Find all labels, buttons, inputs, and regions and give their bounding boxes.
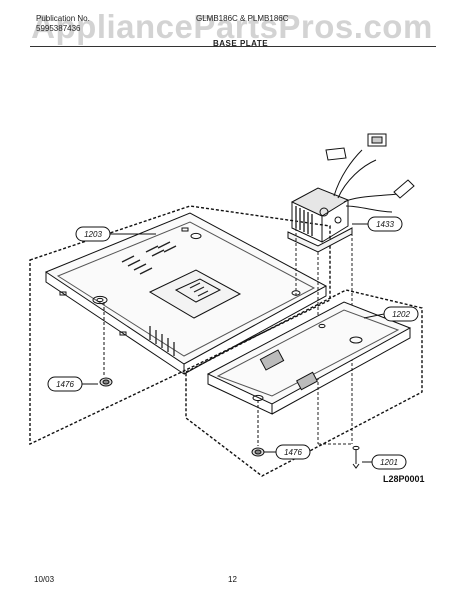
publication-label: Publication No. bbox=[36, 14, 90, 23]
base-plate-envelope bbox=[29, 205, 331, 446]
callout-1202-label: 1202 bbox=[392, 310, 410, 319]
callout-1202 bbox=[383, 306, 419, 322]
model-title: GLMB186C & PLMB186C bbox=[196, 14, 289, 23]
screw-1201 bbox=[352, 445, 360, 469]
callout-1201 bbox=[371, 454, 407, 470]
foot-1476-left bbox=[99, 302, 113, 387]
callout-1433 bbox=[367, 216, 403, 232]
tray-1202 bbox=[206, 301, 412, 415]
section-title: BASE PLATE bbox=[213, 39, 269, 48]
transformer-1433 bbox=[287, 133, 415, 253]
page-number: 12 bbox=[228, 575, 237, 584]
base-plate-1203 bbox=[44, 212, 328, 375]
publication-number: 5995387436 bbox=[36, 24, 81, 33]
diagram-code: L28P0001 bbox=[383, 474, 425, 484]
callout-1433-label: 1433 bbox=[376, 220, 394, 229]
callout-1476-left-label: 1476 bbox=[56, 380, 74, 389]
callout-1203-label: 1203 bbox=[84, 230, 102, 239]
callout-1201-label: 1201 bbox=[380, 458, 398, 467]
header-rule bbox=[30, 46, 436, 47]
footer-date: 10/03 bbox=[34, 575, 55, 584]
tray-envelope bbox=[185, 289, 423, 477]
foot-1476-right bbox=[251, 400, 265, 457]
callout-1476-left bbox=[47, 376, 83, 392]
callout-1203 bbox=[75, 226, 111, 242]
callout-1476-right bbox=[275, 444, 311, 460]
callout-1476-right-label: 1476 bbox=[284, 448, 302, 457]
